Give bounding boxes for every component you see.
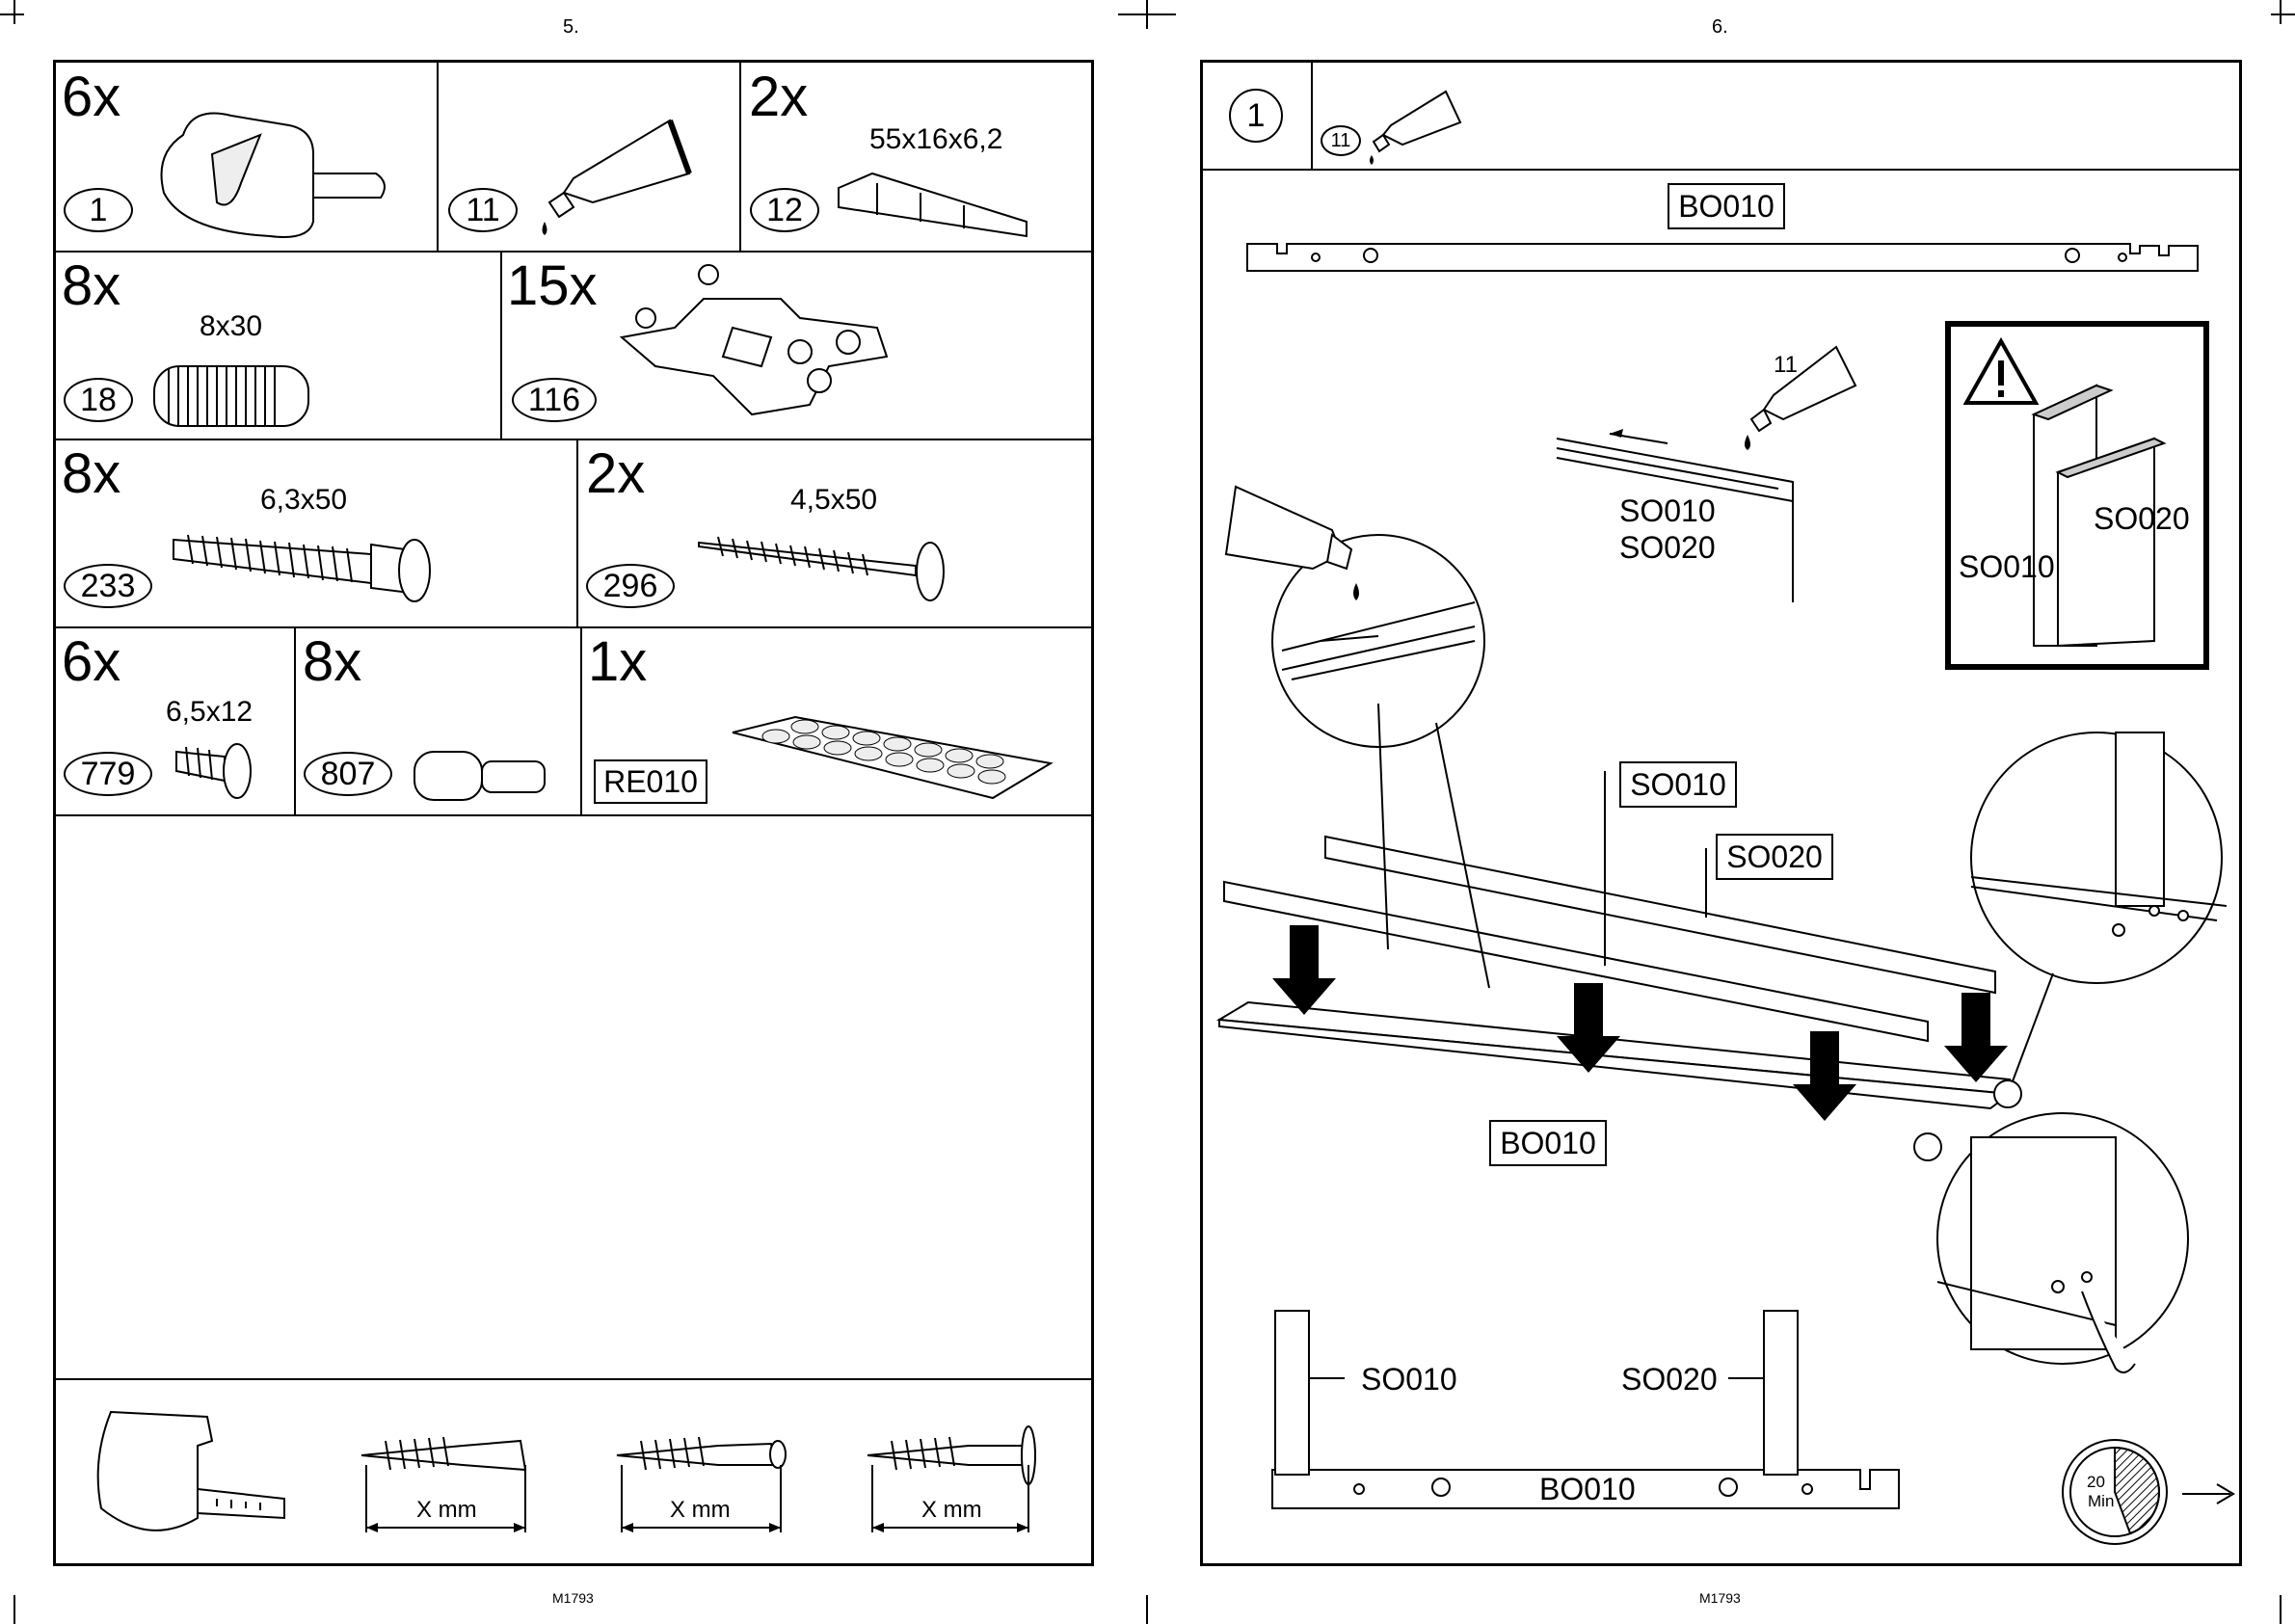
corner-detail-top: [1957, 713, 2236, 1079]
glue-ref-label: 11: [1774, 352, 1798, 379]
col-divider: [580, 627, 582, 815]
glue-tube-icon: [1216, 477, 1380, 612]
part-1-qty: 6x: [62, 69, 120, 125]
assy-so020-label: SO020: [1716, 834, 1833, 880]
part-re010-number: RE010: [594, 759, 707, 804]
part-re010-qty: 1x: [588, 634, 647, 690]
left-footer-code: M1793: [552, 1590, 594, 1606]
part-233-dimension: 6,3x50: [260, 484, 347, 517]
glue-tube-icon: [535, 106, 708, 251]
shelf-support-clip-icon: [145, 77, 434, 241]
bo010-board-drawing: [1243, 236, 2198, 284]
part-116-number: 116: [512, 378, 597, 422]
part-779-number: 779: [64, 752, 152, 796]
next-arrow-icon: [2180, 1479, 2238, 1508]
screw-measure-3: [863, 1422, 1046, 1557]
bottom-bo010-label: BO010: [1539, 1472, 1636, 1507]
shelf-pin-icon: [410, 747, 554, 814]
part-779-qty: 6x: [62, 634, 120, 690]
part-12-dimension: 55x16x6,2: [869, 123, 1002, 156]
bottom-so010-label: SO010: [1361, 1362, 1457, 1398]
hinge-icon: [617, 260, 906, 434]
confirmat-screw-icon: [169, 520, 439, 607]
wedge-shim-icon: [834, 169, 1046, 246]
strip-so010-label: SO010: [1619, 493, 1716, 529]
timer-unit: Min: [2088, 1492, 2114, 1511]
warning-so020-label: SO020: [2094, 501, 2190, 537]
part-1-number: 1: [64, 188, 133, 232]
measuring-tool-icon: [92, 1402, 304, 1557]
assy-bo010-label: BO010: [1489, 1120, 1607, 1166]
part-807-qty: 8x: [303, 634, 361, 690]
strip-so020-label: SO020: [1619, 530, 1716, 566]
part-18-qty: 8x: [62, 258, 120, 314]
part-779-dimension: 6,5x12: [166, 696, 253, 729]
part-11-number: 11: [448, 188, 518, 232]
warning-icon: [1962, 337, 2040, 407]
screw-measure-2: [612, 1426, 795, 1561]
step-part-ref: 11: [1321, 125, 1361, 156]
part-18-number: 18: [64, 378, 133, 422]
right-page-number: 6.: [1712, 16, 1728, 39]
wood-screw-icon: [694, 525, 964, 612]
part-233-number: 233: [64, 564, 152, 608]
bo010-top-label: BO010: [1668, 183, 1785, 229]
dowel-icon: [149, 357, 323, 443]
row-divider: [54, 814, 1093, 816]
col-divider: [576, 439, 578, 627]
felt-pads-sheet-icon: [728, 715, 1055, 802]
col-divider: [437, 61, 439, 252]
timer-icon: [2061, 1434, 2176, 1550]
part-296-number: 296: [586, 564, 675, 608]
warning-so010-label: SO010: [1959, 549, 2055, 585]
step-header-col: [1311, 61, 1313, 170]
assy-so010-label: SO010: [1619, 761, 1737, 808]
col-divider: [294, 627, 296, 815]
timer-value: 20: [2087, 1473, 2105, 1492]
part-296-qty: 2x: [586, 446, 645, 502]
col-divider: [739, 61, 741, 252]
part-12-qty: 2x: [749, 69, 808, 125]
step-header-divider: [1201, 169, 2241, 171]
bottom-so020-label: SO020: [1621, 1362, 1718, 1398]
row-divider: [54, 626, 1093, 628]
corner-detail-bottom: [1913, 1089, 2202, 1407]
part-296-dimension: 4,5x50: [790, 484, 877, 517]
assembly-drawing: [1214, 713, 2015, 1137]
measure-label-3: X mm: [921, 1497, 982, 1524]
part-233-qty: 8x: [62, 446, 120, 502]
row-divider: [54, 1378, 1093, 1380]
part-18-dimension: 8x30: [200, 310, 262, 343]
right-footer-code: M1793: [1699, 1590, 1741, 1606]
step-number: 1: [1229, 89, 1283, 143]
part-116-qty: 15x: [507, 258, 598, 314]
col-divider: [500, 252, 502, 439]
part-12-number: 12: [750, 188, 819, 232]
short-screw-icon: [172, 737, 268, 814]
glue-tube-icon: [1364, 82, 1470, 169]
screw-measure-1: [357, 1426, 540, 1561]
left-page-number: 5.: [563, 16, 579, 39]
row-divider: [54, 251, 1093, 253]
measure-label-2: X mm: [670, 1497, 731, 1524]
part-807-number: 807: [304, 752, 392, 796]
measure-label-1: X mm: [416, 1497, 477, 1524]
